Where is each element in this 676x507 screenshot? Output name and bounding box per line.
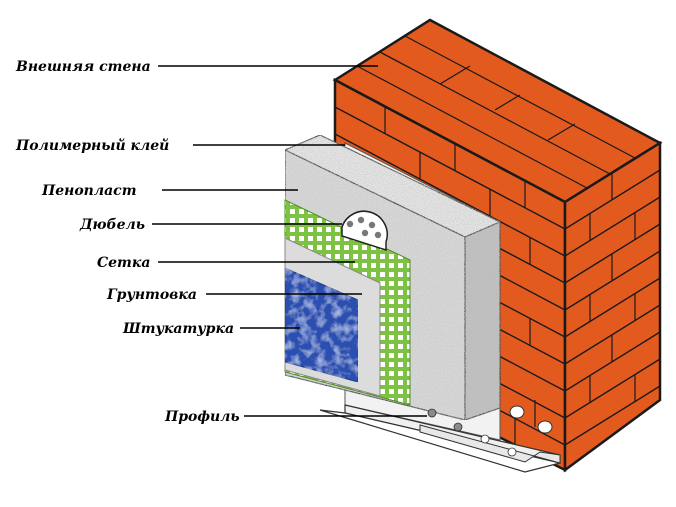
base-profile-lip: [419, 424, 561, 464]
base-profile: [319, 404, 561, 473]
label-primer: Грунтовка: [106, 287, 197, 303]
dowel: [341, 210, 388, 252]
label-dowel: Дюбель: [79, 217, 145, 233]
label-profile: Профиль: [164, 409, 240, 425]
label-polymer-glue: Полимерный клей: [15, 137, 169, 154]
label-plaster: Штукатурка: [122, 321, 234, 337]
label-mesh: Сетка: [97, 255, 150, 271]
foam-slab-side: [464, 221, 501, 421]
label-foam: Пенопласт: [41, 183, 137, 199]
plaster-layer: [284, 267, 359, 383]
callout-labels: Внешняя стена Полимерный клей Пенопласт …: [15, 59, 240, 425]
label-outer-wall: Внешняя стена: [15, 59, 151, 75]
brick-wall-side: [563, 140, 662, 473]
